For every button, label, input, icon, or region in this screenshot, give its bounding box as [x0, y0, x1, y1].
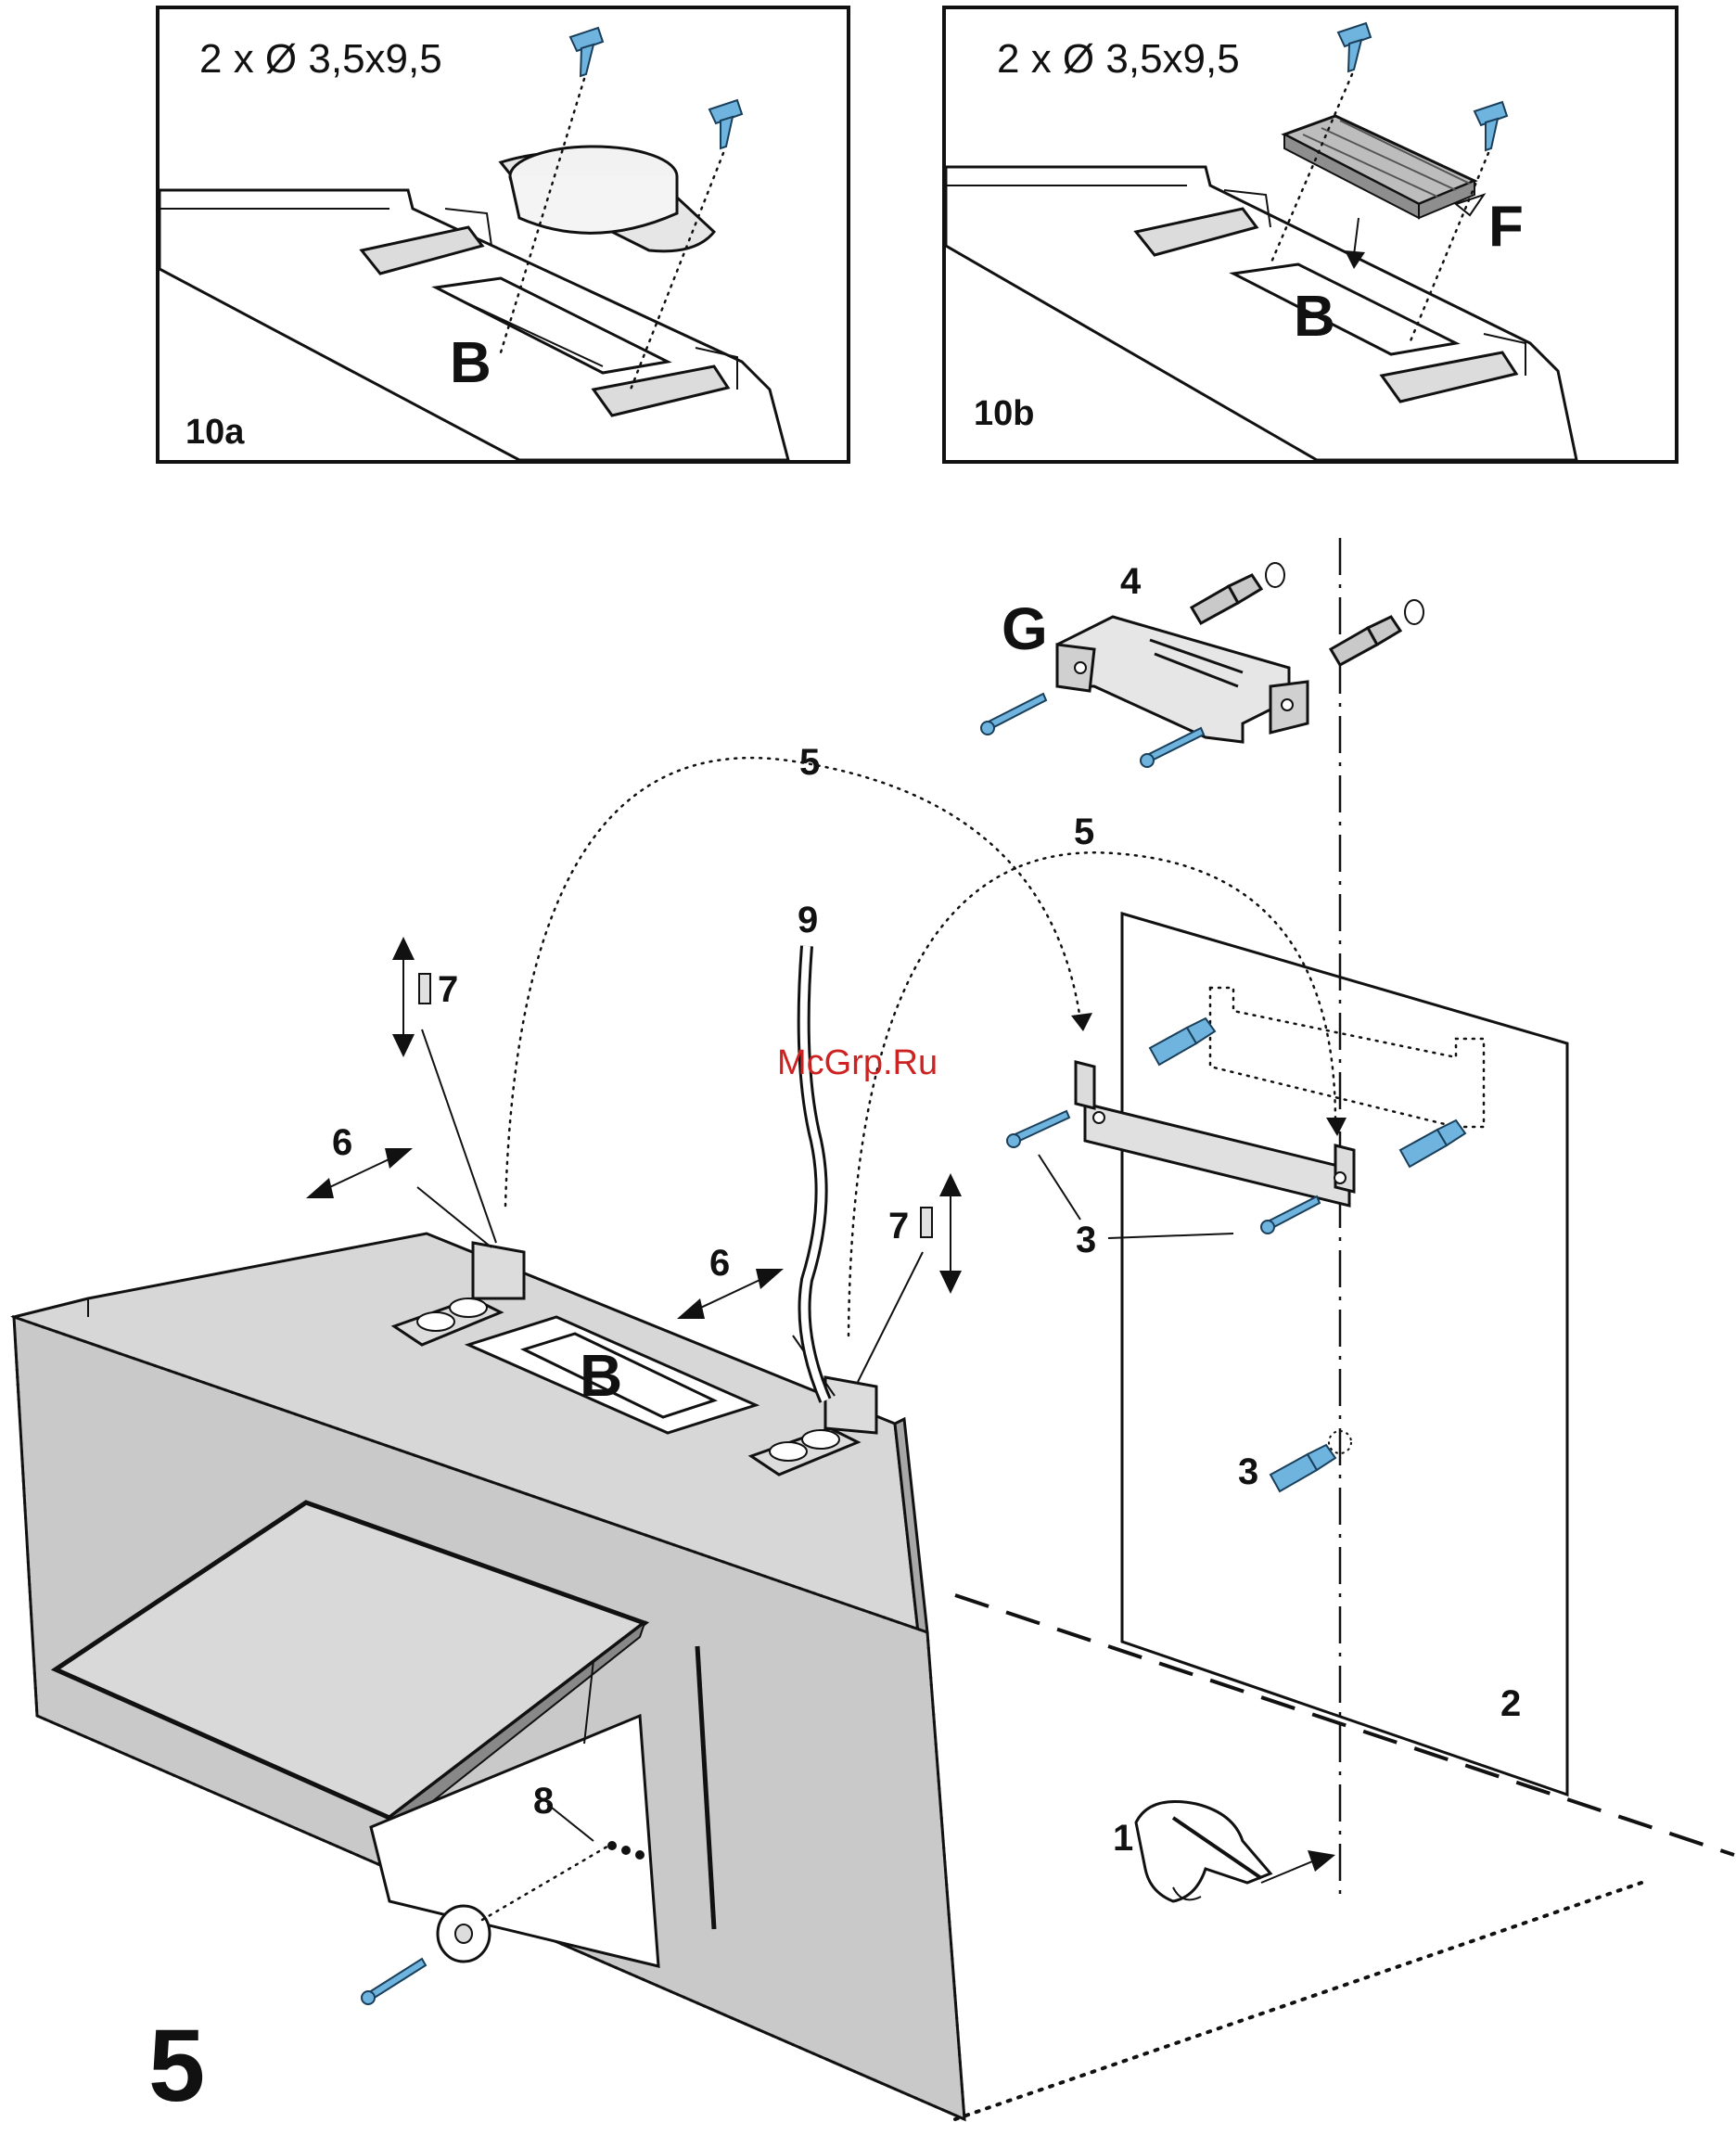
callout-8: 8 [533, 1781, 554, 1822]
screw-g-right [1141, 728, 1204, 767]
step-number-5: 5 [148, 2009, 205, 2123]
adjust-arrow-6-right [677, 1269, 784, 1319]
label-b-main: B [580, 1342, 622, 1409]
wall-plug-g-left [1192, 563, 1284, 623]
label-g: G [1002, 595, 1048, 662]
callout-6-left: 6 [332, 1122, 352, 1163]
callout-5-right: 5 [1074, 812, 1094, 852]
callout-4: 4 [1120, 561, 1142, 602]
adjust-arrow-6-left [306, 1148, 413, 1198]
marking-hand-icon [1136, 1802, 1270, 1902]
watermark: McGrp.Ru [777, 1043, 938, 1082]
callout-2: 2 [1500, 1683, 1521, 1724]
callout-6-right: 6 [709, 1243, 730, 1284]
panel-10b-label-f: F [1488, 195, 1524, 259]
callout-1: 1 [1113, 1818, 1133, 1859]
panel-10b: 2 x Ø 3,5x9,5 F B 10b [944, 7, 1677, 462]
callout-5-left: 5 [799, 742, 820, 783]
panel-10a: 2 x Ø 3,5x9,5 B 10a [158, 7, 849, 462]
fixing-knob [438, 1906, 490, 1962]
floor-line-dotted [955, 1883, 1641, 2119]
panel-10a-caption: 10a [185, 413, 245, 452]
wall-plug-g-right [1331, 600, 1423, 665]
panel-10b-label-b: B [1294, 285, 1335, 349]
panel-10a-label-b: B [450, 331, 491, 395]
panel-10b-spec: 2 x Ø 3,5x9,5 [997, 36, 1240, 82]
callout-3-upper: 3 [1076, 1220, 1096, 1260]
callout-7-right: 7 [888, 1206, 909, 1246]
callout-9: 9 [798, 900, 818, 940]
panel-10b-caption: 10b [974, 394, 1034, 433]
adjust-arrow-7-right [921, 1173, 962, 1294]
callout-3-lower: 3 [1238, 1451, 1258, 1492]
screw-g-left [981, 694, 1046, 735]
callout-7-left: 7 [438, 969, 458, 1010]
hanging-bracket-g [1057, 617, 1308, 742]
fixing-screw-8 [362, 1959, 426, 2004]
panel-10a-spec: 2 x Ø 3,5x9,5 [199, 36, 442, 82]
arc-5-left [505, 758, 1080, 1206]
hood-body [14, 1234, 964, 2119]
screw-3-left [1007, 1111, 1069, 1147]
